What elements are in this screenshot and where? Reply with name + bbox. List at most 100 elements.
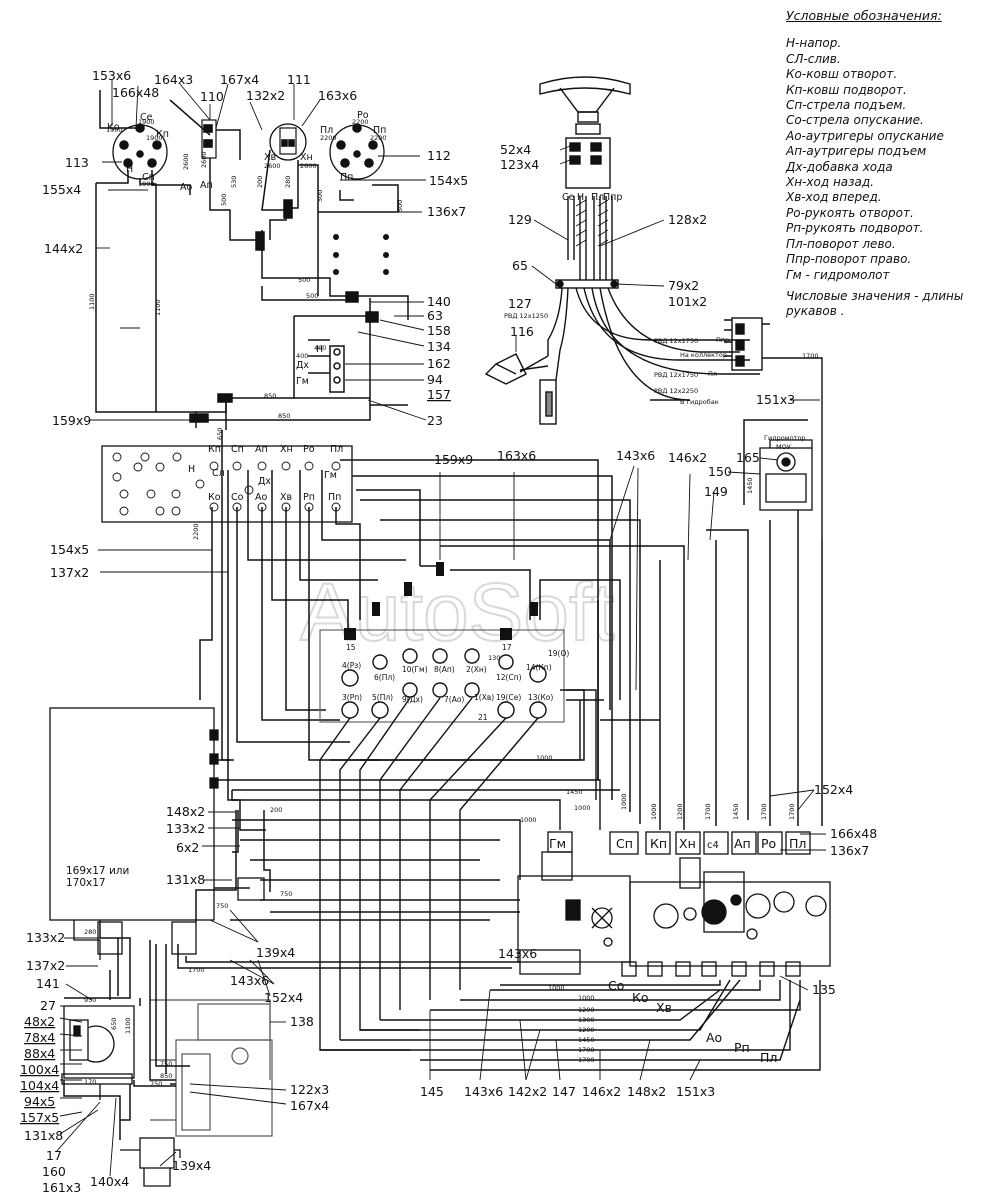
- label-p10: 10(Гм): [402, 665, 428, 674]
- tees-and-manifold: [189, 199, 379, 423]
- callout-110: 110: [200, 89, 224, 104]
- legend-panel: Условные обозначения: Н-напор.СЛ-слив.Ко…: [786, 8, 996, 320]
- label-l1900c: 1900: [138, 118, 155, 126]
- label-l750b: 750: [160, 1060, 172, 1068]
- label-rvd2: РВД 12х1750: [654, 371, 698, 379]
- label-l1000d: 1000: [578, 994, 595, 1002]
- label-ko: Ко: [107, 122, 120, 133]
- label-kp: Кп: [156, 129, 169, 140]
- label-l2200v: 2200: [192, 523, 200, 540]
- label-l170: 170: [84, 1078, 96, 1086]
- callout-134: 134: [427, 339, 451, 354]
- legend-item: Ко-ковш отворот.: [786, 67, 898, 82]
- label-dh: Дх: [296, 360, 309, 371]
- callout-157x5: 157x5: [20, 1110, 59, 1125]
- label-l400a: 400: [296, 352, 308, 360]
- label-l1450c: 1450: [732, 803, 740, 820]
- callout-6x2: 6x2: [176, 840, 199, 855]
- callout-167x4-low: 167x4: [290, 1098, 329, 1113]
- label-dh: Дх: [258, 476, 271, 487]
- watermark: AutoSoft: [300, 567, 615, 658]
- label-gm: Гм: [324, 470, 337, 481]
- label-l1700c: 1700: [760, 803, 768, 820]
- label-l650a: 650: [216, 428, 224, 440]
- label-l1100a: 1100: [88, 293, 96, 310]
- label-hv: Хв: [656, 1000, 672, 1015]
- label-p2: 2(Хн): [466, 665, 487, 674]
- label-pl-small: Пл: [708, 370, 717, 378]
- legend-item: Ппр-поворот право.: [786, 252, 912, 267]
- callout-65: 65: [512, 258, 528, 273]
- callout-169x17: 169x17 или: [66, 865, 129, 877]
- label-so: Со: [608, 978, 624, 993]
- label-p19: 19(Се): [496, 693, 521, 702]
- callout-170x17: 170x17: [66, 877, 106, 889]
- label-l2200a: 2200: [352, 118, 369, 126]
- legend-item: Пл-поворот лево.: [786, 236, 896, 251]
- label-p19o: 19(О): [548, 649, 569, 658]
- label-l280b: 280: [84, 928, 96, 936]
- callout-143x6-low: 143x6: [230, 973, 269, 988]
- length-figures: 1900 1900 1900 1900 2200 2200 2200 2600 …: [84, 118, 819, 1088]
- label-p8: 8(Ап): [434, 665, 455, 674]
- label-ap: Ап: [255, 444, 268, 455]
- label-l280: 280: [284, 176, 292, 188]
- right-pilot-joystick: [329, 123, 385, 180]
- label-l650b: 650: [110, 1018, 118, 1030]
- label-l1700f: 1700: [578, 1046, 595, 1054]
- callout-137x2-low: 137x2: [26, 958, 65, 973]
- label-ap: Ап: [734, 836, 751, 851]
- callout-154x5-mid: 154x5: [50, 542, 89, 557]
- callout-79x2: 79x2: [668, 278, 699, 293]
- label-l2600c: 2600: [182, 153, 190, 170]
- top-left-hoses: [95, 90, 409, 430]
- label-p5: 5(Пл): [372, 693, 393, 702]
- label-l500e: 500: [396, 200, 404, 212]
- pilot-hose-bundle: [230, 689, 821, 1071]
- left-pilot-joystick: [112, 123, 168, 180]
- legend-item: Ао-аутригеры опускание: [786, 128, 944, 143]
- callout-116: 116: [510, 324, 534, 339]
- legend-item: Сп-стрела подъем.: [786, 98, 907, 113]
- callout-63: 63: [427, 308, 443, 323]
- callout-160: 160: [42, 1164, 66, 1179]
- callout-136x7-right: 136x7: [830, 843, 869, 858]
- label-l130: 130: [488, 654, 500, 662]
- hose-specs: РВД 12х1750 РВД 12х1750 РВД 12х2250 На к…: [504, 312, 806, 451]
- label-l1700b: 1700: [704, 803, 712, 820]
- label-n: Н: [188, 464, 195, 475]
- label-p17: 17: [502, 643, 512, 652]
- label-n: Н: [316, 344, 323, 355]
- label-motor-label: Гидромотор: [764, 434, 806, 442]
- steering-valve-block: [724, 317, 823, 540]
- callout-152x4: 152x4: [814, 782, 853, 797]
- pilot-plate: [101, 445, 353, 523]
- label-l500d: 500: [306, 292, 318, 300]
- callout-152x4-low: 152x4: [264, 990, 303, 1005]
- legend-item: Гм - гидромолот: [786, 267, 890, 282]
- label-l950: 950: [84, 996, 96, 1004]
- label-l1450d: 1450: [578, 1036, 595, 1044]
- valve-section-labels: Гм Сп Кп Хн с4 Ап Ро Пл Со Ко Хв Ао Рп П…: [549, 836, 806, 1065]
- callout-128x2: 128x2: [668, 212, 707, 227]
- label-l2200c: 2200: [370, 134, 387, 142]
- callout-153x6: 153x6: [92, 68, 131, 83]
- bottom-151x3: 151x3: [676, 1084, 715, 1099]
- label-l1000f: 1000: [548, 984, 565, 992]
- label-pl: Пл: [330, 444, 343, 455]
- label-l1100b: 1100: [154, 299, 162, 316]
- label-ap: Ап: [200, 180, 213, 191]
- label-n: Н: [126, 164, 133, 175]
- label-l750a: 750: [216, 902, 228, 910]
- callout-113: 113: [65, 155, 89, 170]
- label-ao: Ао: [180, 182, 192, 193]
- callout-94: 94: [427, 372, 443, 387]
- callout-165: 165: [736, 450, 760, 465]
- label-p3: 3(Рп): [342, 693, 362, 702]
- label-p4: 4(Рз): [342, 661, 361, 670]
- callout-27: 27: [40, 998, 56, 1013]
- callout-135: 135: [812, 982, 836, 997]
- callout-138: 138: [290, 1014, 314, 1029]
- label-p7: 7(Ао): [444, 695, 464, 704]
